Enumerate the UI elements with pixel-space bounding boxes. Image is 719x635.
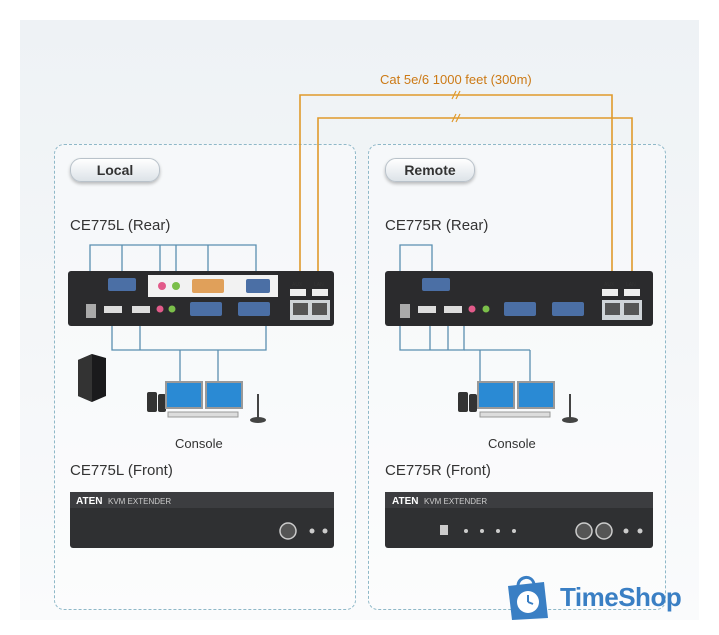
remote-rear-label: CE775R (Rear) xyxy=(385,217,489,234)
local-console xyxy=(147,381,266,423)
cat5-cables xyxy=(299,94,633,290)
remote-front-model-text: KVM EXTENDER xyxy=(424,497,487,506)
local-lan-port-label: LAN xyxy=(314,282,324,288)
local-aux-port-label: AUX xyxy=(292,282,303,288)
remote-lan-port-label: LAN xyxy=(626,282,636,288)
watermark-text: TimeShop xyxy=(560,581,682,612)
remote-rear-device xyxy=(385,271,653,326)
local-front-device xyxy=(70,492,334,548)
remote-front-device xyxy=(385,492,653,548)
remote-front-label: CE775R (Front) xyxy=(385,462,491,479)
shopping-bag-clock-icon xyxy=(508,576,548,620)
local-rear-label: CE775L (Rear) xyxy=(70,217,171,234)
cable-lan xyxy=(317,117,633,290)
remote-console xyxy=(458,381,578,423)
remote-front-brand: ATEN xyxy=(392,496,418,507)
remote-console-label: Console xyxy=(488,436,536,451)
local-rear-device xyxy=(68,271,334,326)
local-rear-wires xyxy=(89,244,267,384)
local-title-pill: Local xyxy=(70,158,160,182)
pc-tower xyxy=(78,354,106,402)
cable-break-marks xyxy=(451,90,461,123)
local-front-model-text: KVM EXTENDER xyxy=(108,497,171,506)
remote-title-pill: Remote xyxy=(385,158,475,182)
remote-aux-port-label: AUX xyxy=(604,282,615,288)
local-console-label: Console xyxy=(175,436,223,451)
local-front-label: CE775L (Front) xyxy=(70,462,173,479)
local-front-brand: ATEN xyxy=(76,496,102,507)
cable-length-label: Cat 5e/6 1000 feet (300m) xyxy=(380,72,532,87)
timeshop-logo: TimeShop xyxy=(500,572,682,622)
cable-aux xyxy=(299,94,613,290)
